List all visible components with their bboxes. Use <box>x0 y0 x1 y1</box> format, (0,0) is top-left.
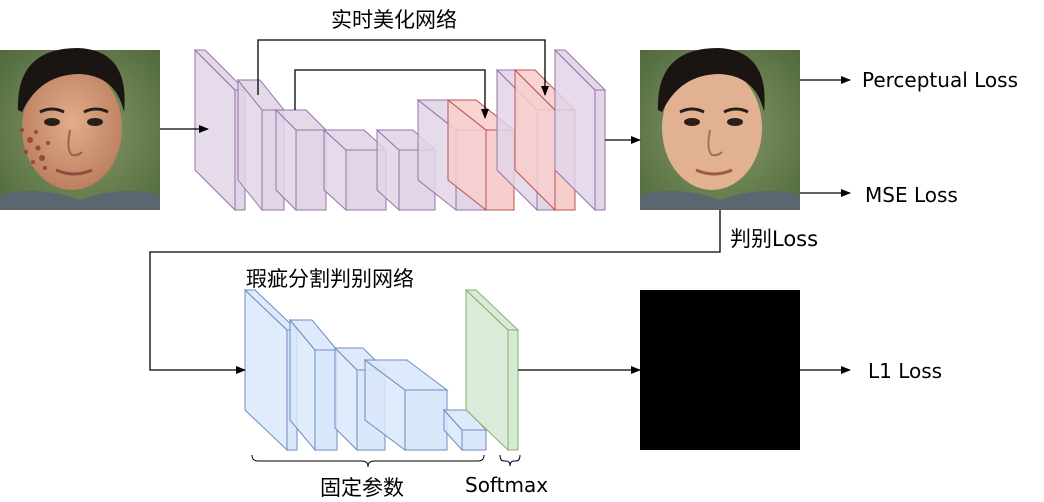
beauty-network-title: 实时美化网络 <box>331 8 457 32</box>
perceptual-loss-label: Perceptual Loss <box>862 68 1018 92</box>
mse-loss-label: MSE Loss <box>865 183 958 207</box>
skip-connection-outer <box>257 39 549 96</box>
arrow-output-to-seg-net <box>149 210 721 374</box>
connectors <box>149 39 851 468</box>
segmentation-network <box>243 288 520 452</box>
softmax-label: Softmax <box>465 473 549 497</box>
seg-layer-1a <box>243 288 299 452</box>
skip-connection-inner <box>294 69 489 119</box>
seg-layer-4 <box>442 408 488 452</box>
fixed-params-brace <box>251 454 485 468</box>
discriminator-loss-label: 判别Loss <box>730 227 819 251</box>
l1-loss-label: L1 Loss <box>868 359 943 383</box>
beauty-layer-7 <box>553 48 607 212</box>
segmentation-network-title: 瑕疵分割判别网络 <box>246 267 414 291</box>
softmax-brace <box>499 454 521 467</box>
output-face-image <box>640 48 800 210</box>
softmax-layer <box>464 288 520 452</box>
fixed-params-label: 固定参数 <box>320 476 404 500</box>
beauty-layer-2 <box>274 108 328 212</box>
acne-spots <box>20 128 50 170</box>
segmentation-mask-output <box>640 290 800 450</box>
input-face-image <box>0 48 160 210</box>
beauty-network <box>193 48 607 212</box>
seg-layer-3 <box>363 359 449 451</box>
